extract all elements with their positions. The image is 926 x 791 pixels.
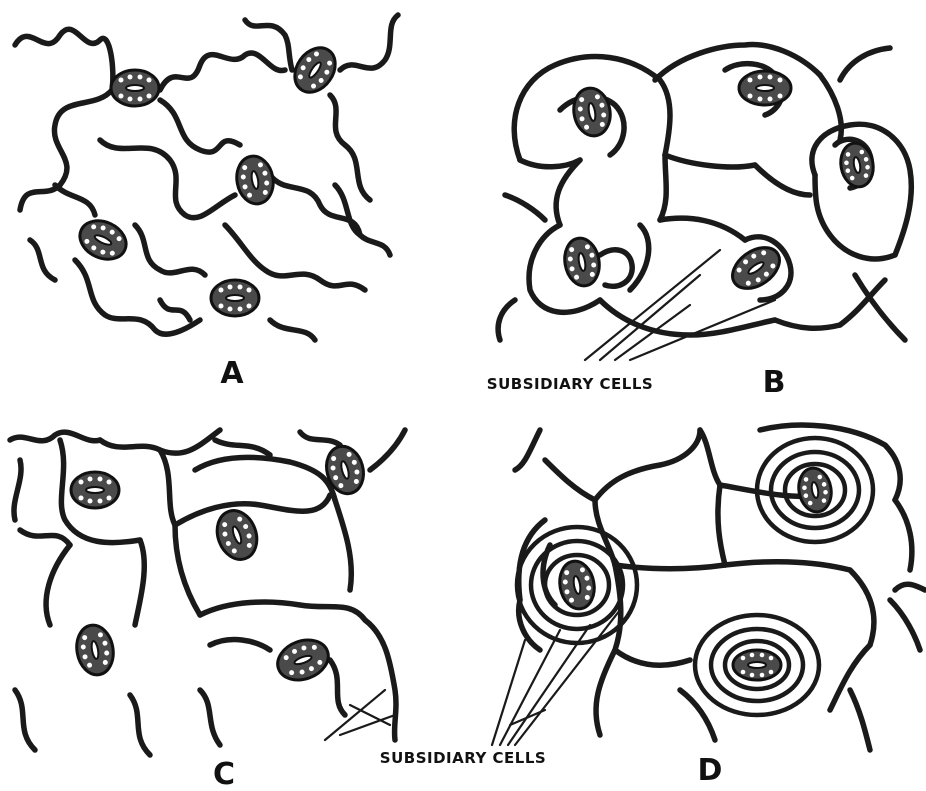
panel-b xyxy=(498,45,911,340)
subsidiary-cells-label-bottom: SUBSIDIARY CELLS xyxy=(380,749,546,767)
panel-d-label: D xyxy=(698,753,723,788)
panel-c-label: C xyxy=(213,757,235,791)
subsidiary-cells-label-top: SUBSIDIARY CELLS xyxy=(487,375,653,393)
panel-a-label: A xyxy=(220,356,244,391)
panel-b-stomata xyxy=(561,71,876,297)
panel-b-label: B xyxy=(763,365,786,400)
panel-a xyxy=(15,15,398,340)
